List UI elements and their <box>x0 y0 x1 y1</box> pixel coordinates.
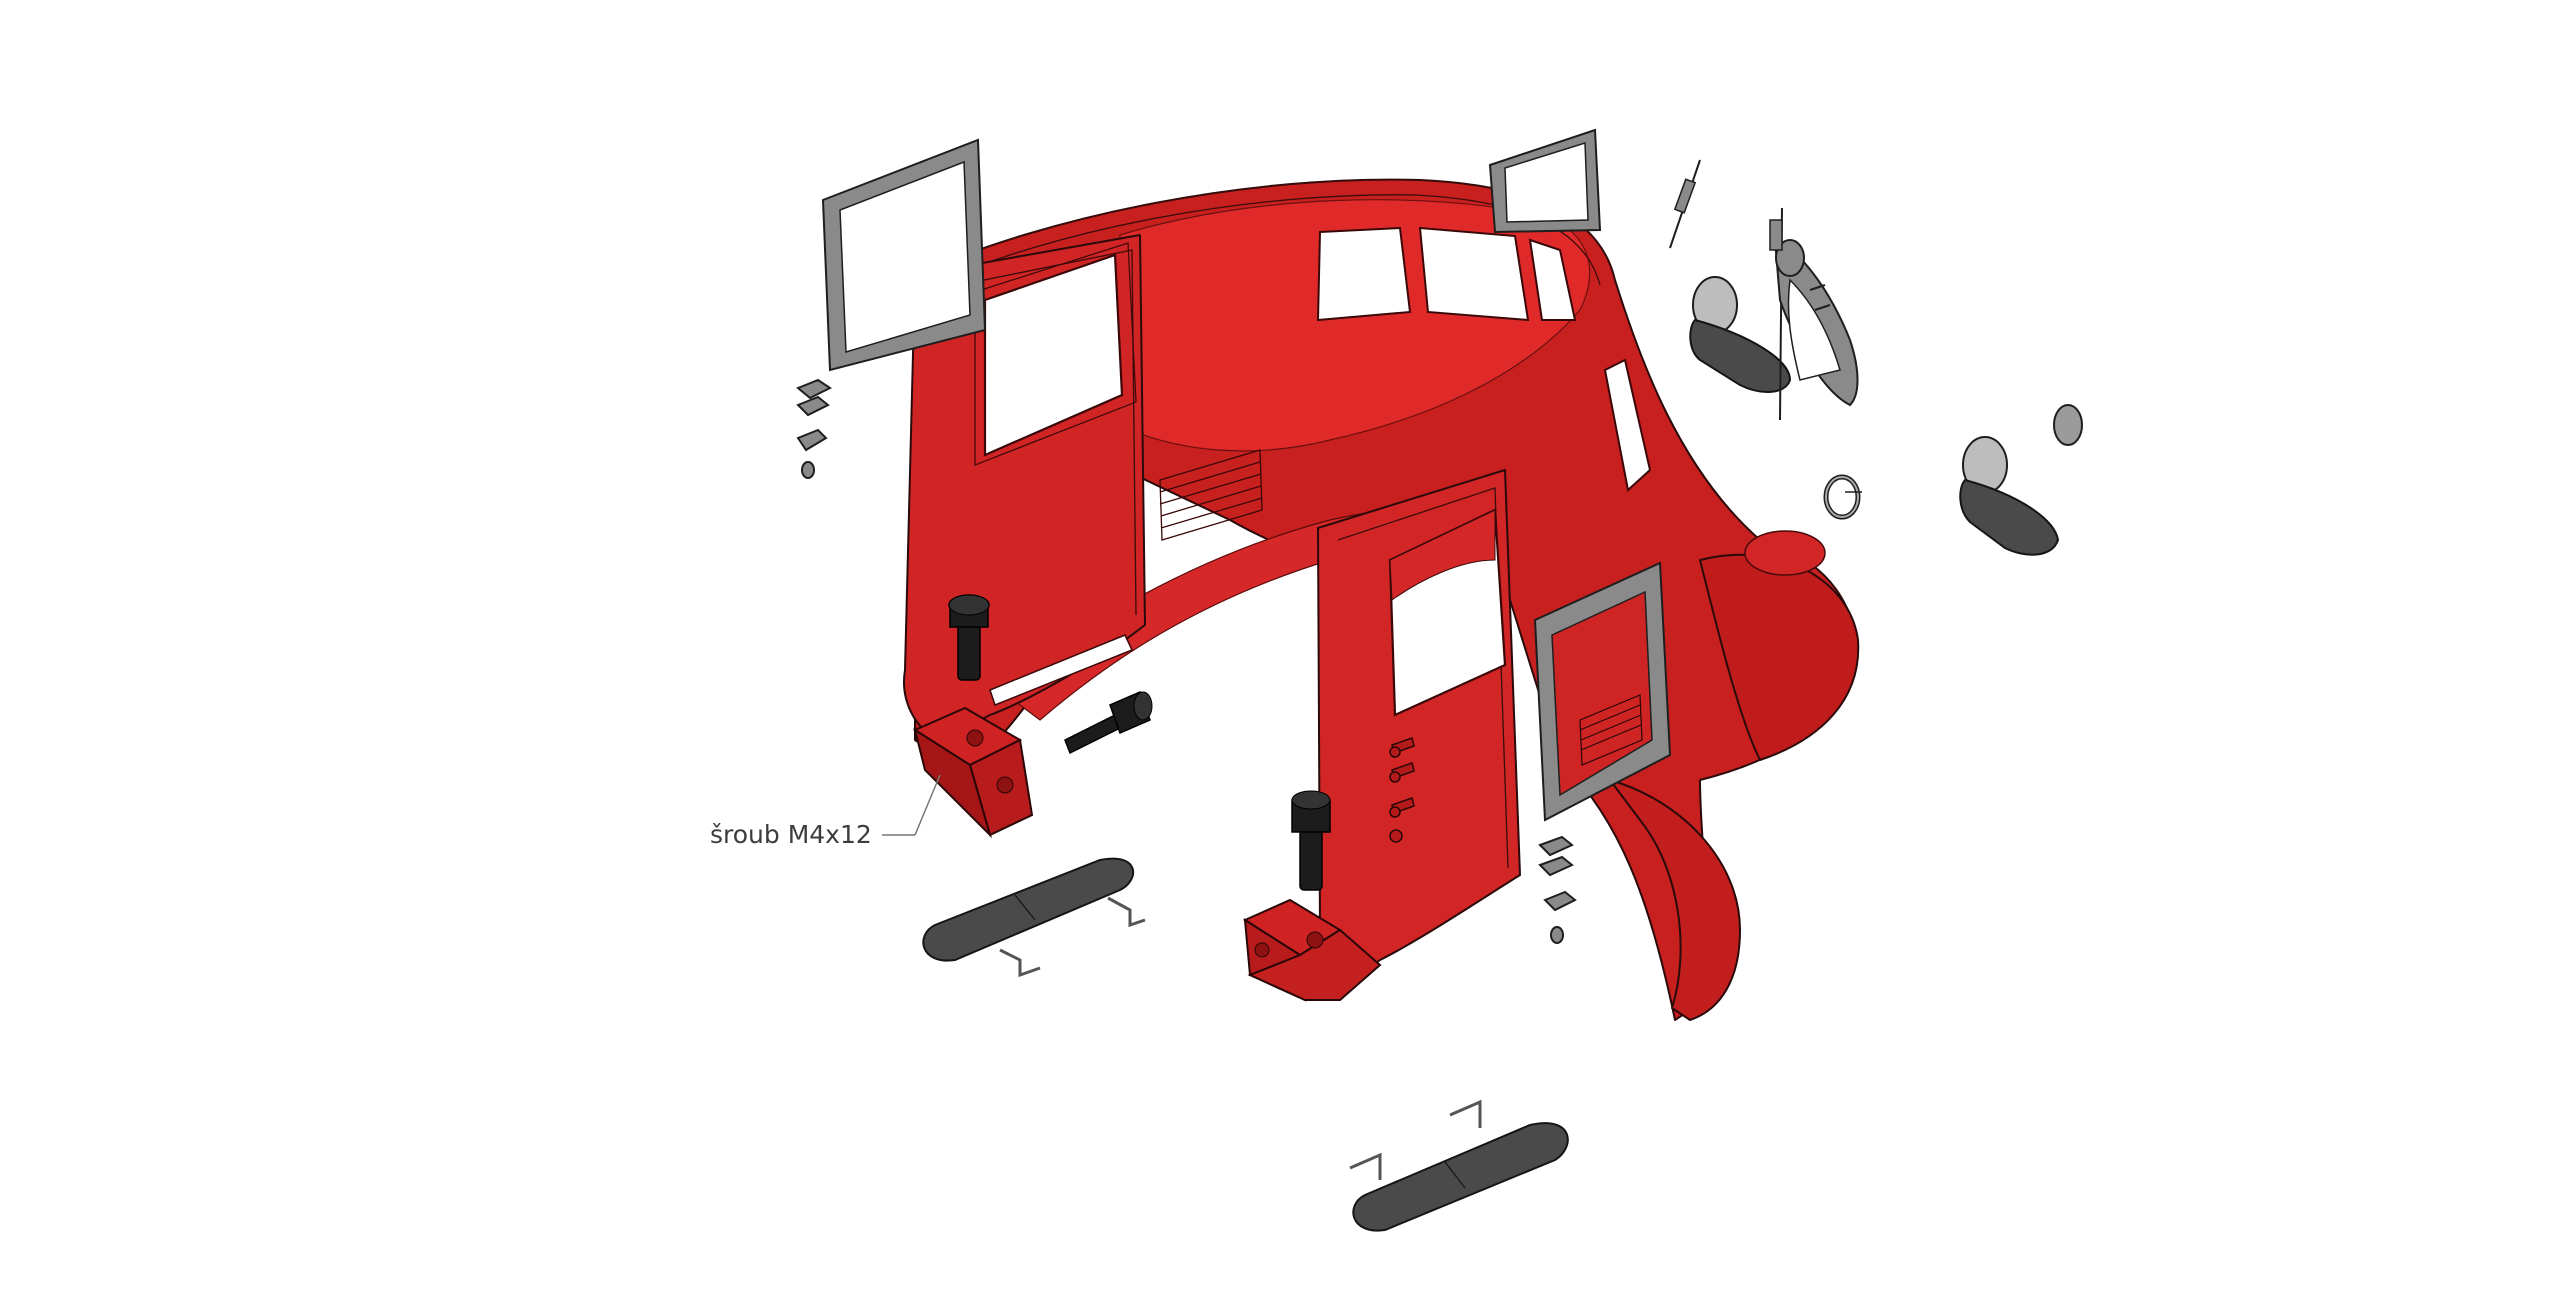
footstep-left <box>922 857 1146 978</box>
screw-vertical-left <box>948 594 990 681</box>
right-door-panel <box>1242 469 1521 1002</box>
window-frame-left <box>821 138 987 372</box>
window-frame-top-right <box>1488 128 1602 234</box>
nose-lamp-mount <box>1744 530 1826 576</box>
left-door-inner-edge <box>934 249 1137 616</box>
right-bracket-hole-2 <box>1306 931 1324 949</box>
rear-window-1 <box>1316 226 1412 322</box>
footstep-bottom <box>1349 1099 1569 1232</box>
lamp-lens <box>2053 404 2083 446</box>
right-door-window-interior <box>1389 509 1496 601</box>
left-door-window-frame <box>974 242 1137 466</box>
window-frame-door-right <box>1533 561 1672 822</box>
right-hinge-parts <box>1538 835 1577 944</box>
rear-window-3 <box>1528 238 1577 321</box>
screw-callout: šroub M4x12 <box>710 774 941 849</box>
headlamp-right <box>1959 436 2060 556</box>
left-bracket-hole-front <box>996 776 1014 794</box>
left-bracket-hole <box>966 729 984 747</box>
screw-callout-leader-diag <box>914 774 941 836</box>
side-window-right <box>1603 358 1652 492</box>
left-hinge-parts <box>796 378 832 479</box>
right-mount-bracket-base <box>1247 928 1382 1001</box>
cab-front-skirt <box>1609 779 1741 1021</box>
right-door-handles <box>1389 737 1415 843</box>
left-door-window <box>983 253 1124 457</box>
rear-window-2 <box>1418 226 1530 322</box>
floor-vent-grille <box>1159 449 1263 541</box>
lamp-ring <box>1823 474 1862 520</box>
left-door-floor-slot <box>989 634 1134 706</box>
screw-horizontal-left <box>1064 690 1153 755</box>
right-bracket-hole-1 <box>1254 942 1270 958</box>
left-mount-bracket-side <box>913 727 993 839</box>
wiper-assembly <box>1769 207 1859 421</box>
right-door-inner-edge <box>1337 487 1509 869</box>
horn-pin <box>1669 159 1701 249</box>
headlamp-top <box>1689 276 1792 393</box>
screw-vertical-right <box>1291 790 1331 891</box>
screw-callout-label: šroub M4x12 <box>710 820 872 849</box>
rear-windows <box>1316 226 1577 322</box>
